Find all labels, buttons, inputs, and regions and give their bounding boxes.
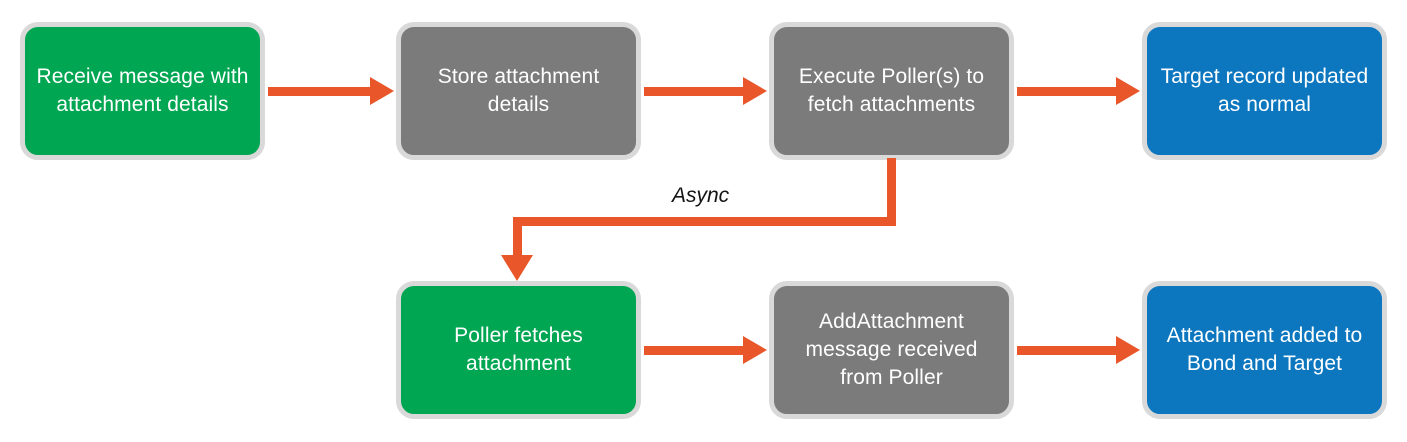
connector-segment-vertical-left: [513, 217, 522, 257]
arrow-store-to-execute: [644, 77, 767, 105]
arrow-head-icon: [743, 336, 767, 364]
arrow-head-icon: [370, 77, 394, 105]
node-attachment-added[interactable]: Attachment added to Bond and Target: [1142, 281, 1387, 419]
node-label: Attachment added to Bond and Target: [1166, 324, 1363, 375]
arrow-head-icon: [1116, 336, 1140, 364]
connector-segment-vertical-right: [887, 158, 896, 226]
node-execute-pollers[interactable]: Execute Poller(s) to fetch attachments: [769, 22, 1014, 160]
node-poller-fetches[interactable]: Poller fetches attachment: [396, 281, 641, 419]
arrow-pollerfetches-to-addattachment: [644, 336, 767, 364]
node-label: Receive message with attachment details: [36, 65, 249, 116]
arrow-head-icon: [1116, 77, 1140, 105]
arrow-addattachment-to-attachmentadded: [1017, 336, 1140, 364]
edge-label-async: Async: [672, 184, 730, 207]
node-addattachment-message[interactable]: AddAttachment message received from Poll…: [769, 281, 1014, 419]
node-label: Execute Poller(s) to fetch attachments: [798, 65, 985, 116]
arrow-execute-to-target: [1017, 77, 1140, 105]
arrow-shaft: [644, 346, 745, 355]
node-label: Target record updated as normal: [1160, 65, 1369, 116]
node-target-updated[interactable]: Target record updated as normal: [1142, 22, 1387, 160]
arrow-shaft: [1017, 346, 1118, 355]
node-label: Poller fetches attachment: [454, 324, 583, 375]
connector-arrow-head-icon: [501, 255, 533, 281]
node-store-details[interactable]: Store attachment details: [396, 22, 641, 160]
arrow-shaft: [1017, 87, 1118, 96]
arrow-shaft: [644, 87, 745, 96]
arrow-receive-to-store: [268, 77, 394, 105]
node-receive-message[interactable]: Receive message with attachment details: [20, 22, 265, 160]
arrow-shaft: [268, 87, 372, 96]
node-label: AddAttachment message received from Poll…: [805, 310, 978, 389]
arrow-head-icon: [743, 77, 767, 105]
node-label: Store attachment details: [437, 65, 600, 116]
connector-segment-horizontal: [513, 217, 896, 226]
